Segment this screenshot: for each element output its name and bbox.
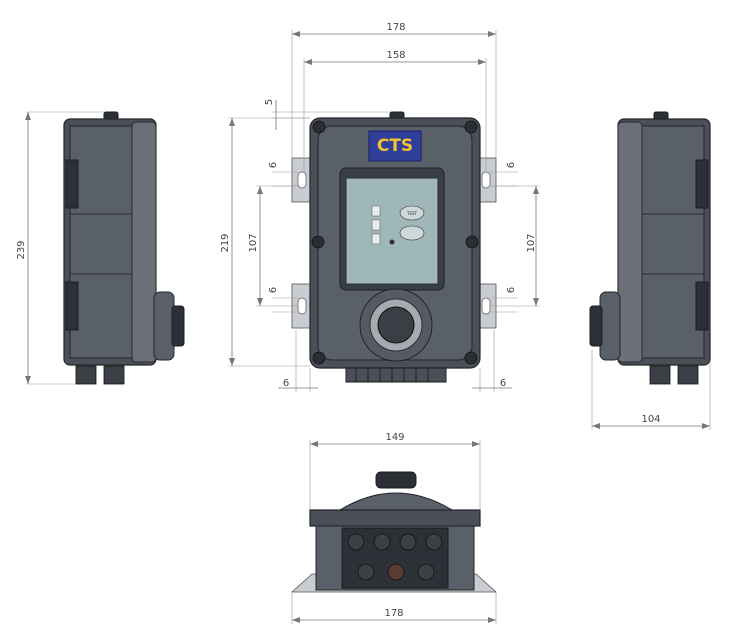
left-rib-2: [65, 281, 79, 331]
screw-bottom-left: [312, 351, 326, 365]
dim-label-bottom-width-outer: 178: [384, 608, 403, 619]
indicator-1: [371, 205, 381, 217]
bottom-gland-5: [357, 563, 375, 581]
screw-top-right: [464, 120, 478, 134]
dim-label-bottom-offset-right: 6: [500, 378, 506, 389]
dim-label-side-depth: 104: [641, 414, 660, 425]
dim-label-bottom-width-inner: 149: [385, 432, 404, 443]
right-rib-2: [695, 281, 709, 331]
dim-bottom-width-outer: 178: [291, 592, 497, 624]
dim-front-width-inner: 158: [303, 50, 487, 172]
dim-mount-offsets: 6 6 6 6: [268, 162, 518, 313]
test-button[interactable]: [399, 205, 425, 221]
right-lid-edge: [617, 121, 643, 363]
dim-bottom-offsets: 6 6: [278, 330, 512, 392]
dim-side-height: 239: [16, 111, 104, 385]
screw-bottom-right: [464, 351, 478, 365]
screw-mid-right: [465, 235, 479, 249]
dim-label-top-offset: 5: [264, 99, 275, 105]
dim-mount-spacing-right: 107: [490, 185, 540, 307]
bottom-lid-band: [309, 509, 481, 527]
dim-side-depth: 104: [591, 350, 711, 430]
logo-badge: [368, 130, 422, 162]
screw-mid-left: [311, 235, 325, 249]
dim-mount-spacing-left: 107: [248, 185, 298, 307]
bottom-gland-4: [425, 533, 443, 551]
bottom-gland-3: [399, 533, 417, 551]
dim-label-mount-offset-bottom-right: 6: [506, 287, 517, 293]
mute-button[interactable]: [399, 225, 425, 241]
front-gland-strip: [345, 367, 447, 383]
dim-label-front-height: 219: [220, 233, 231, 252]
dim-front-height: 219: [220, 117, 310, 367]
indicator-2: [371, 219, 381, 231]
display-panel: [345, 177, 439, 285]
left-gland-2: [103, 365, 125, 385]
dim-label-mount-offset-bottom-left: 6: [268, 287, 279, 293]
right-gland-1: [649, 365, 671, 385]
dim-label-mount-offset-top-right: 6: [506, 162, 517, 168]
status-led: [389, 239, 395, 245]
screw-top-left: [312, 120, 326, 134]
dim-label-front-width-outer: 178: [386, 22, 405, 33]
dim-front-width-outer: 178: [291, 22, 497, 158]
left-lid-edge: [131, 121, 157, 363]
bottom-gland-1: [347, 533, 365, 551]
left-lens-cap: [171, 305, 185, 347]
right-lens-housing: [599, 291, 621, 361]
dim-label-front-width-inner: 158: [386, 50, 405, 61]
right-side-view: [589, 111, 711, 385]
left-side-view: [63, 111, 185, 385]
indicator-3: [371, 233, 381, 245]
bottom-lens-top: [375, 471, 417, 489]
logo-text: CTS: [377, 136, 413, 156]
dim-label-side-height: 239: [16, 240, 27, 259]
bottom-gland-6: [387, 563, 405, 581]
bottom-gland-2: [373, 533, 391, 551]
right-gland-2: [677, 365, 699, 385]
right-face: [641, 125, 705, 359]
right-rib-1: [695, 159, 709, 209]
sounder-grille: [377, 306, 415, 344]
test-button-label: TEST: [406, 211, 418, 216]
dim-bottom-width-inner: 149: [309, 432, 481, 510]
dim-label-bottom-offset-left: 6: [283, 378, 289, 389]
right-lens-cap: [589, 305, 603, 347]
bottom-gland-7: [417, 563, 435, 581]
dim-label-mount-spacing-right: 107: [526, 233, 537, 252]
front-view: CTS TEST: [291, 111, 497, 383]
bottom-view: [290, 471, 498, 593]
left-lens-housing: [153, 291, 175, 361]
bottom-dome: [338, 492, 454, 511]
left-gland-1: [75, 365, 97, 385]
left-face: [69, 125, 133, 359]
front-gland-ridges: [355, 368, 429, 382]
left-rib-1: [65, 159, 79, 209]
dim-label-mount-offset-top-left: 6: [268, 162, 279, 168]
dim-label-mount-spacing-left: 107: [248, 233, 259, 252]
